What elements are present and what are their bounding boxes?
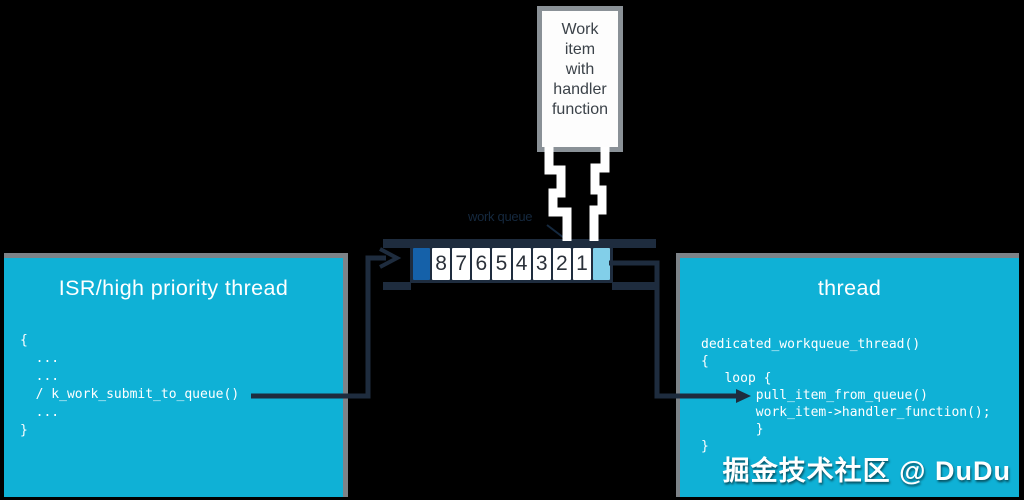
queue-slot: 6: [472, 248, 491, 280]
work-item-box: Work item with handler function: [537, 6, 623, 152]
queue-slot: 8: [432, 248, 451, 280]
queue-slot: 3: [532, 248, 551, 280]
queue-top-rail: [383, 239, 656, 248]
submit-arrowhead-icon: [379, 247, 402, 269]
queue-tail-slot: [593, 248, 610, 280]
workqueue-thread-title: thread: [817, 276, 882, 300]
queue-slot: 5: [492, 248, 511, 280]
work-item-drop-arrow-left-icon: [544, 147, 572, 241]
queue-slot: 2: [552, 248, 571, 280]
queue-bottom-right-stub: [612, 282, 656, 290]
isr-thread-code: { ... ... / k_work_submit_to_queue() ...…: [20, 333, 240, 438]
queue-slot: 4: [512, 248, 531, 280]
work-item-drop-arrow-right-icon: [589, 147, 610, 241]
queue-head-slot: [413, 248, 430, 280]
queue-slot: 1: [572, 248, 591, 280]
queue-slot: 7: [452, 248, 471, 280]
queue-label: work queue: [468, 209, 533, 224]
work-item-label: Work item with handler function: [551, 21, 609, 118]
isr-thread-box: ISR/high priority thread { ... ... / k_w…: [4, 253, 348, 497]
isr-thread-title: ISR/high priority thread: [58, 276, 289, 300]
queue-bottom-left-stub: [383, 282, 411, 290]
watermark: 掘金技术社区 @ DuDu: [722, 456, 1011, 486]
workqueue-thread-code: dedicated_workqueue_thread() { loop { pu…: [701, 337, 991, 454]
